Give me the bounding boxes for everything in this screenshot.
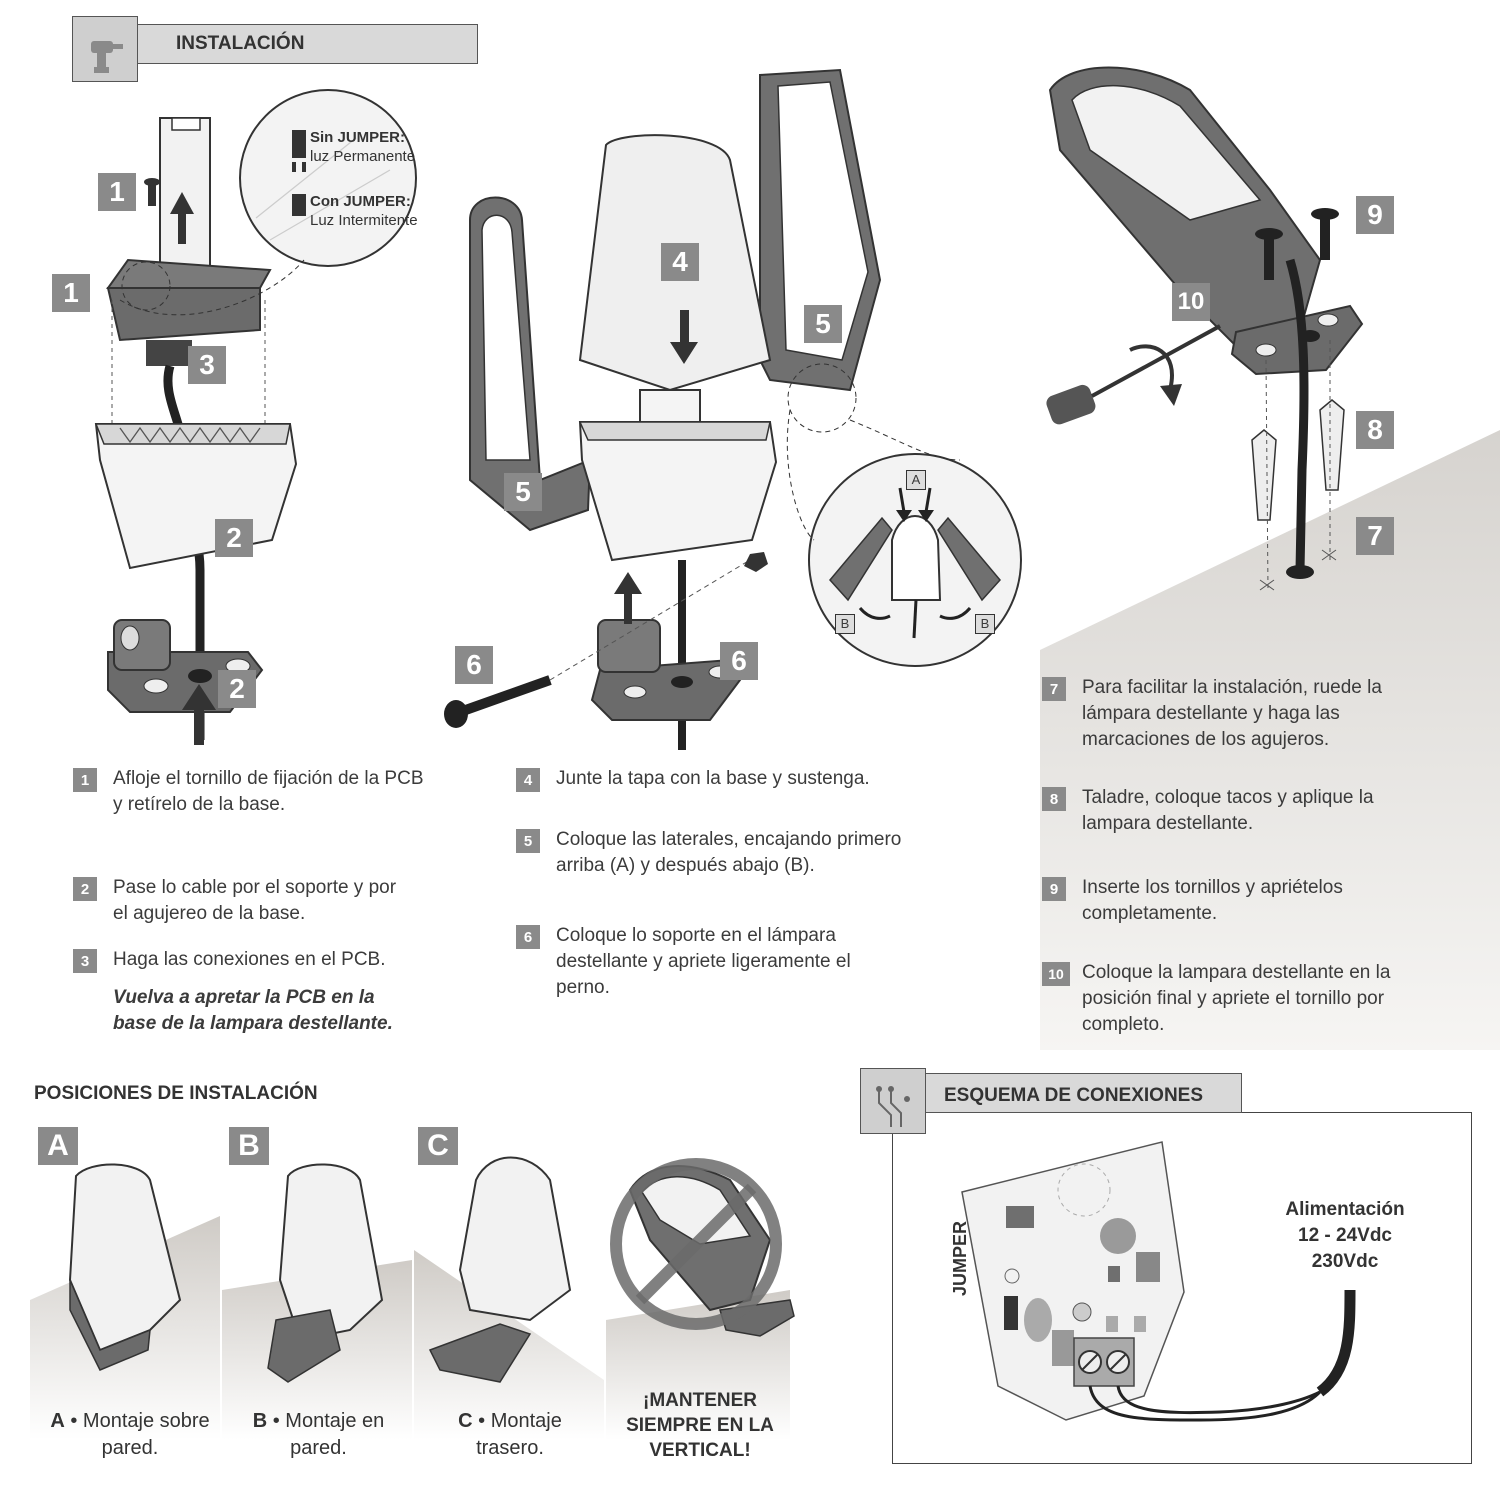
position-a-letter: A: [38, 1127, 78, 1165]
position-a-caption: A • Montaje sobre pared.: [40, 1408, 220, 1462]
step-5-badge: 5: [516, 829, 540, 853]
positions-title: POSICIONES DE INSTALACIÓN: [34, 1083, 318, 1104]
installation-title: INSTALACIÓN: [176, 33, 305, 54]
step-10-text: Coloque la lampara destellante en la pos…: [1082, 962, 1391, 1035]
position-b-caption: B • Montaje en pared.: [226, 1408, 411, 1462]
step-3-text: Haga las conexiones en el PCB.: [113, 949, 386, 970]
position-c-caption-text: • Montaje trasero.: [472, 1410, 562, 1459]
wiring-title: ESQUEMA DE CONEXIONES: [944, 1085, 1204, 1106]
position-c-caption-letter: C: [458, 1410, 473, 1432]
jumper-without-label: Sin JUMPER:: [310, 129, 406, 146]
position-b-caption-letter: B: [252, 1410, 268, 1432]
callout-5-right: 5: [804, 305, 842, 343]
callout-6-bracket: 6: [720, 642, 758, 680]
callout-4: 4: [661, 243, 699, 281]
callout-9: 9: [1356, 196, 1394, 234]
callout-8: 8: [1356, 411, 1394, 449]
callout-2-base: 2: [215, 519, 253, 557]
position-c-letter: C: [418, 1127, 458, 1165]
power-supply-voltage-2: 230Vdc: [1311, 1251, 1379, 1272]
step-3-badge: 3: [73, 949, 97, 973]
step-8-badge: 8: [1042, 787, 1066, 811]
installation-header-bar: [130, 24, 478, 64]
step-4-badge: 4: [516, 768, 540, 792]
wall-mount-illustration: [1040, 66, 1500, 1050]
callout-3-connector: 3: [188, 346, 226, 384]
step-1-text: Afloje el tornillo de fijación de la PCB…: [113, 768, 424, 815]
jumper-label: JUMPER: [950, 1220, 970, 1296]
callout-6-bolt: 6: [455, 646, 493, 684]
vertical-warning: ¡MANTENER SIEMPRE EN LA VERTICAL!: [626, 1390, 774, 1461]
step-4-text: Junte la tapa con la base y sustenga.: [556, 768, 870, 789]
step-7-text: Para facilitar la instalación, ruede la …: [1082, 677, 1382, 750]
step-2-text: Pase lo cable por el soporte y por el ag…: [113, 877, 397, 924]
jumper-note-without: Sin JUMPER: luz Permanente: [310, 128, 415, 166]
jumper-without-desc: luz Permanente: [310, 148, 416, 165]
label-b-right-detail: B: [975, 614, 995, 634]
step-5-text: Coloque las laterales, encajando primero…: [556, 829, 902, 876]
step-1-badge: 1: [73, 768, 97, 792]
step-6-badge: 6: [516, 925, 540, 949]
circuit-icon: [876, 1086, 910, 1127]
jumper-note-with: Con JUMPER: Luz Intermitente: [310, 192, 418, 230]
step-9-text: Inserte los tornillos y apriételos compl…: [1082, 877, 1343, 924]
position-a-caption-letter: A: [50, 1410, 65, 1432]
pcb-wiring-diagram: [961, 1141, 1356, 1422]
step-2-badge: 2: [73, 877, 97, 901]
callout-1-pcb: 1: [52, 274, 90, 312]
label-a-detail: A: [906, 470, 926, 490]
callout-2-bracket: 2: [218, 670, 256, 708]
jumper-with-label: Con JUMPER:: [310, 193, 411, 210]
step-6-text: Coloque lo soporte en el lámpara destell…: [556, 925, 851, 998]
position-a-caption-text: • Montaje sobre pared.: [64, 1410, 210, 1459]
pcb-removal-illustration: [94, 89, 417, 745]
step-10-badge: 10: [1042, 962, 1070, 986]
power-supply-voltage-1: 12 - 24Vdc: [1298, 1225, 1392, 1246]
label-b-left-detail: B: [835, 614, 855, 634]
callout-5-left: 5: [504, 473, 542, 511]
position-b-caption-text: • Montaje en pared.: [267, 1410, 385, 1459]
power-supply-title: Alimentación: [1285, 1199, 1405, 1220]
callout-10: 10: [1172, 283, 1210, 321]
callout-1-top: 1: [98, 173, 136, 211]
position-c-caption: C • Montaje trasero.: [430, 1408, 590, 1462]
drill-icon-box: [72, 16, 138, 82]
wiring-header-bar: [918, 1073, 1242, 1113]
drill-icon: [91, 41, 123, 73]
callout-7: 7: [1356, 517, 1394, 555]
circuit-icon-box: [860, 1068, 926, 1134]
jumper-with-desc: Luz Intermitente: [310, 212, 418, 229]
positions-illustration: [30, 1156, 795, 1440]
step-7-badge: 7: [1042, 677, 1066, 701]
position-b-letter: B: [229, 1127, 269, 1165]
step-8-text: Taladre, coloque tacos y aplique la lamp…: [1082, 787, 1374, 834]
step-3-note: Vuelva a apretar la PCB en la base de la…: [113, 987, 393, 1034]
step-9-badge: 9: [1042, 877, 1066, 901]
